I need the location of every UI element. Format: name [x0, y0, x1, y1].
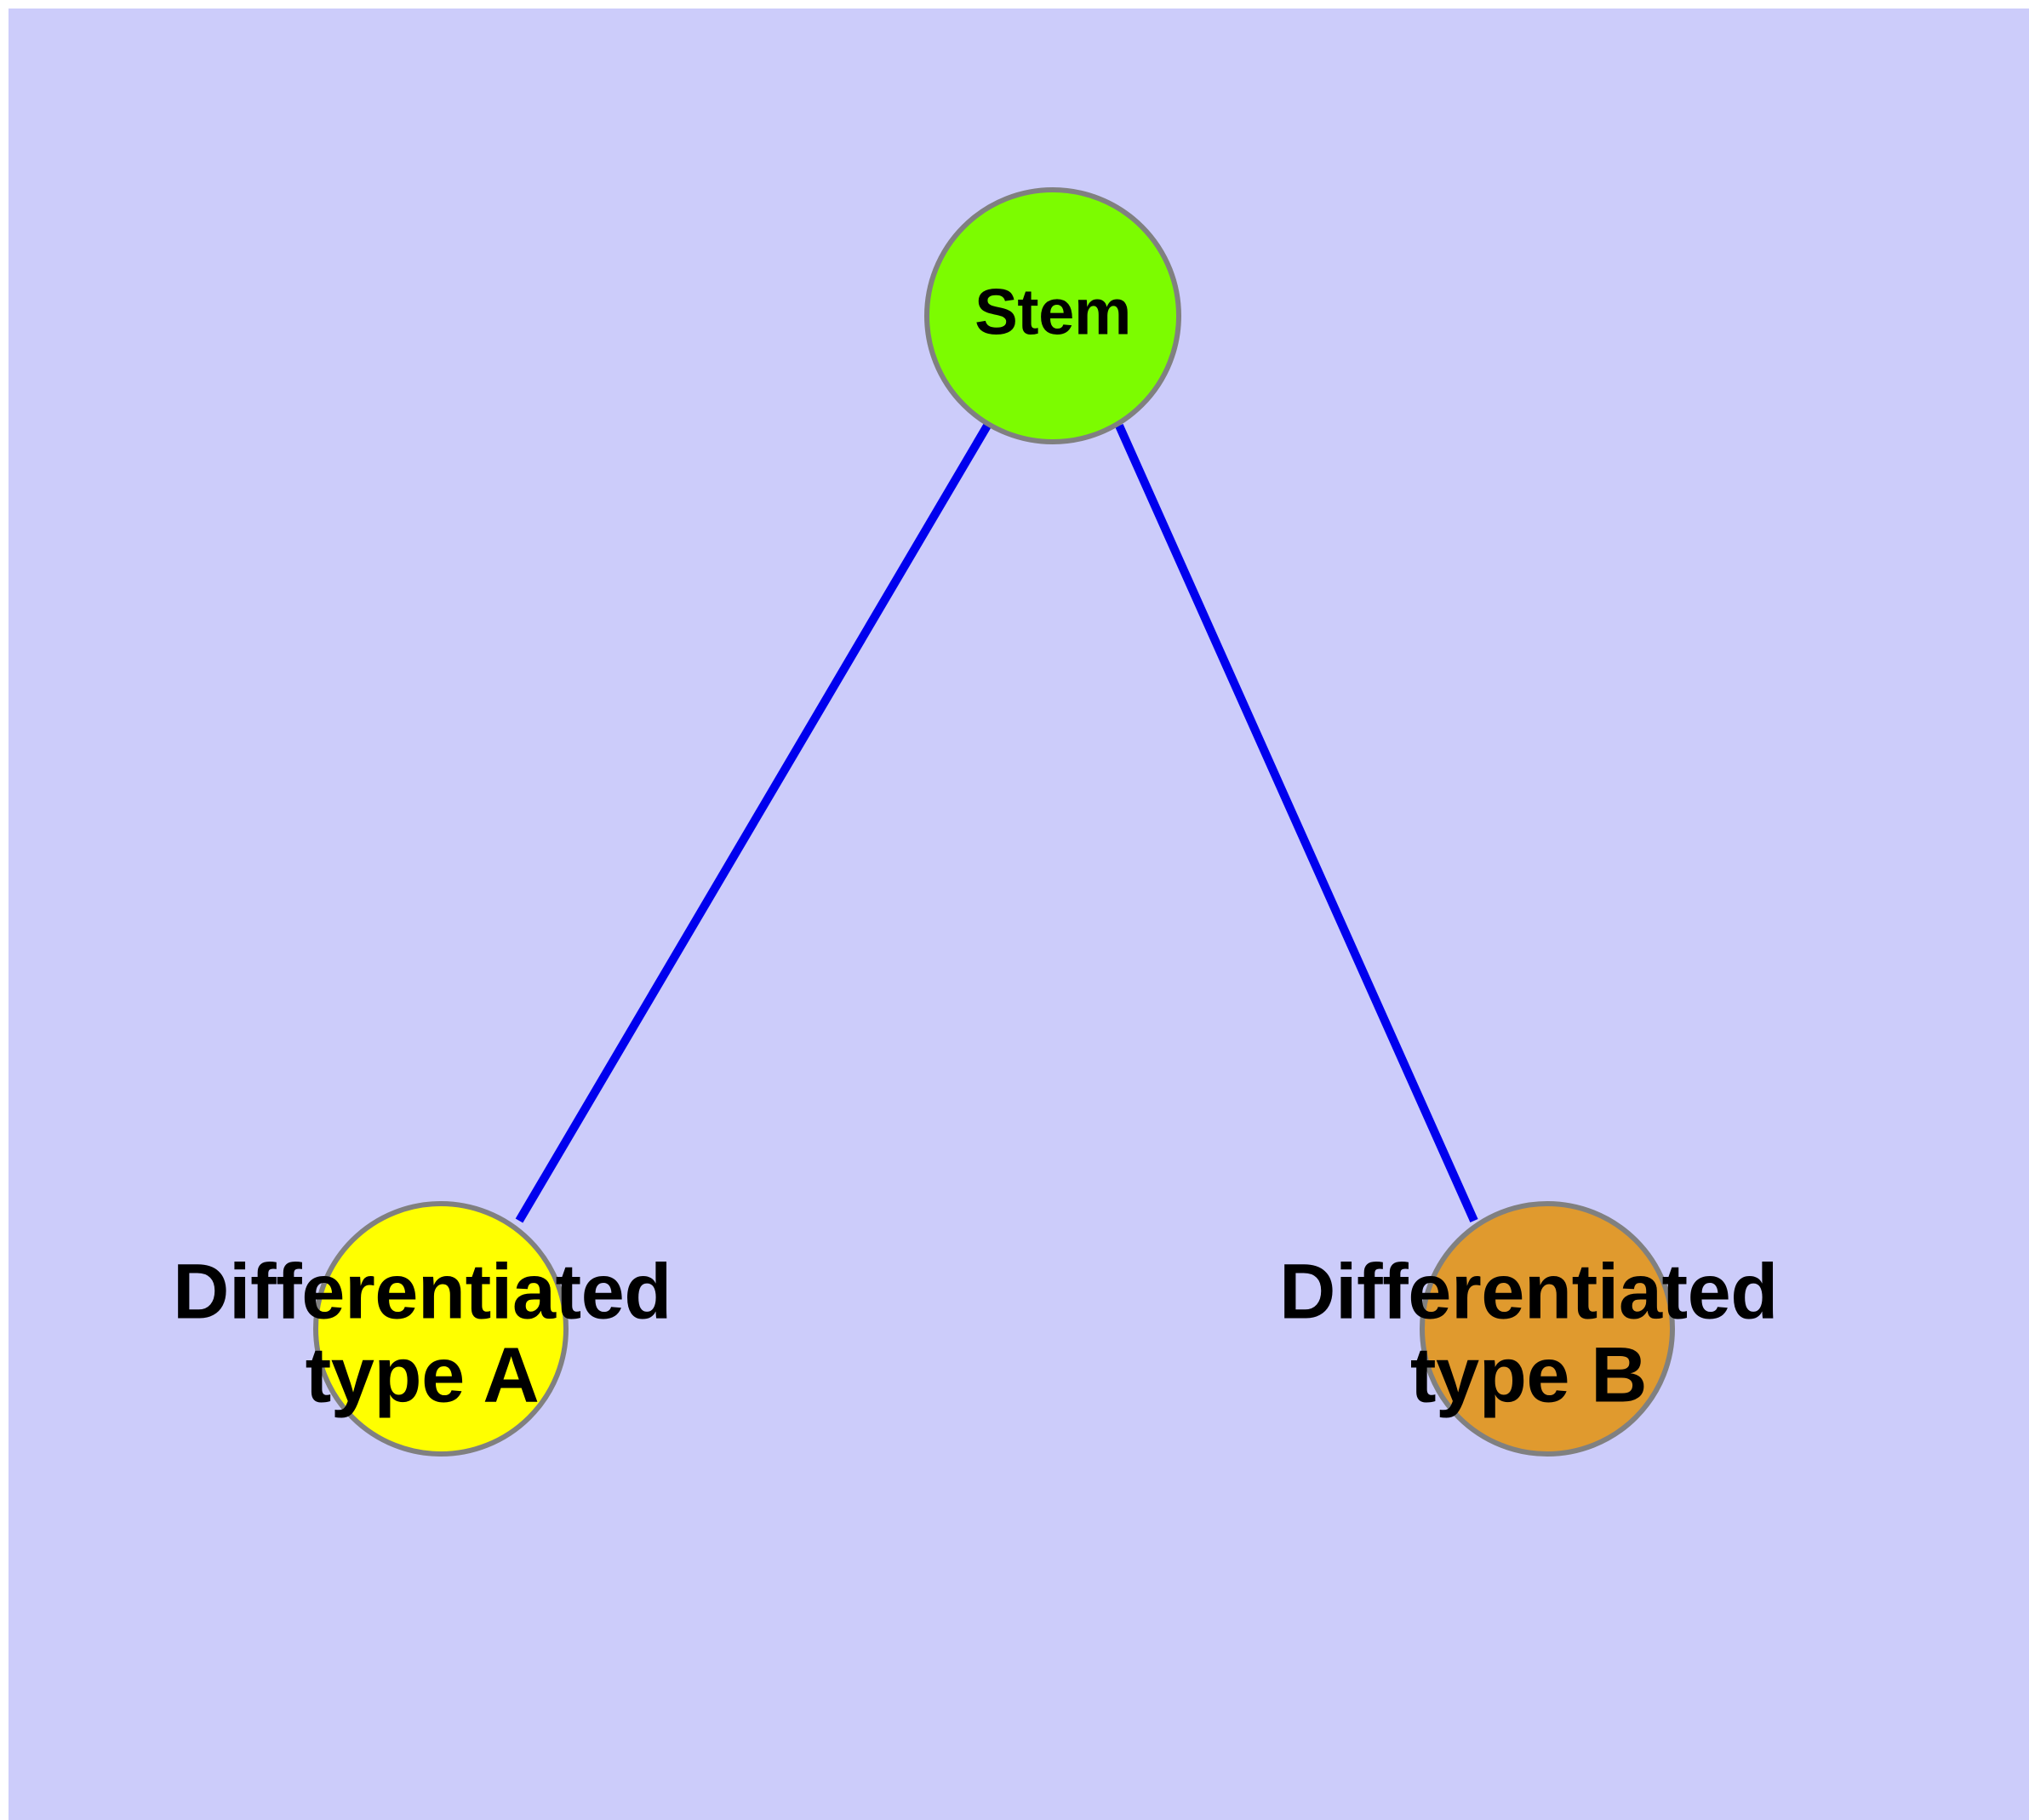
node-label-stem: Stem — [974, 276, 1131, 349]
node-label-diff_a: Differentiated type A — [173, 1248, 672, 1419]
node-stem[interactable] — [924, 187, 1181, 444]
node-diff_b[interactable] — [1420, 1201, 1675, 1457]
node-diff_a[interactable] — [313, 1201, 569, 1457]
node-label-diff_b: Differentiated type B — [1279, 1248, 1778, 1419]
